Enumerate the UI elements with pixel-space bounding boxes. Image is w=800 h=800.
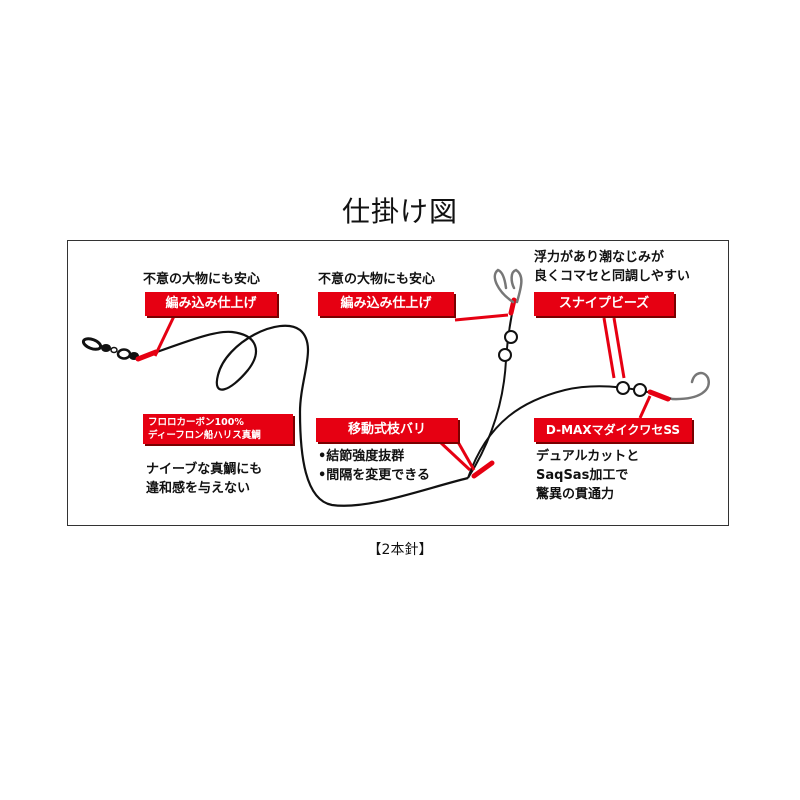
harisu-tag: フロロカーボン100% ディーフロン船ハリス真鯛 bbox=[143, 414, 293, 444]
swivel-icon bbox=[81, 337, 139, 360]
snipe-beads-tag: スナイプビーズ bbox=[534, 292, 674, 316]
mid-braid-tag: 編み込み仕上げ bbox=[318, 292, 454, 316]
branch-hook-tag: 移動式枝バリ bbox=[316, 418, 458, 442]
diagram-caption: 【2本針】 bbox=[367, 542, 433, 558]
dmax-hook-tag: D-MAXマダイクワセSS bbox=[534, 418, 692, 442]
braid-knot-lower bbox=[647, 389, 671, 402]
beads-note: 浮力があり潮なじみが 良くコマセと同調しやすい bbox=[534, 250, 690, 284]
page-title: 仕掛け図 bbox=[341, 195, 458, 228]
harisu-note: ナイーブな真鯛にも 違和感を与えない bbox=[146, 462, 263, 496]
snipe-beads-icon bbox=[498, 330, 647, 397]
main-line bbox=[139, 324, 469, 507]
lower-hook-icon bbox=[670, 371, 710, 401]
left-top-label: 不意の大物にも安心 bbox=[143, 272, 261, 287]
left-braid-tag: 編み込み仕上げ bbox=[145, 292, 277, 316]
hook-note: デュアルカットと SaqSas加工で 驚異の貫通力 bbox=[536, 449, 640, 502]
braid-knot-left bbox=[135, 349, 159, 362]
mid-top-label: 不意の大物にも安心 bbox=[318, 272, 436, 287]
branch-note: •結節強度抜群 •間隔を変更できる bbox=[318, 449, 431, 483]
callout-pointers bbox=[153, 311, 652, 472]
branch-line bbox=[467, 307, 514, 479]
upper-hook-icon bbox=[493, 268, 523, 304]
braid-knot-right bbox=[471, 460, 495, 479]
